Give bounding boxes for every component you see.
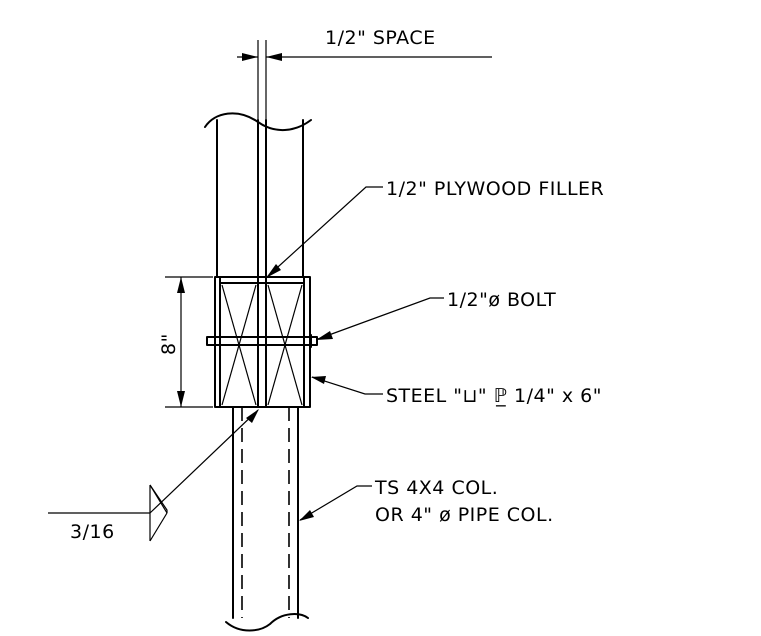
- dimension-label: 8": [158, 333, 180, 355]
- leaders: [48, 186, 444, 542]
- lower-steel-column: [225, 406, 309, 632]
- space-label: 1/2" SPACE: [325, 27, 436, 49]
- upper-wood-posts: [204, 40, 312, 278]
- column-label-line1: TS 4X4 COL.: [374, 477, 498, 499]
- steel-plate-label: STEEL "⊔" ℙ̲ 1/4" x 6": [386, 385, 602, 407]
- steel-plate-splice: [206, 276, 318, 408]
- steel-plate-outline: [214, 276, 311, 408]
- column-label-line2: OR 4" ø PIPE COL.: [375, 504, 554, 526]
- bottom-break-line: [225, 613, 309, 632]
- plate-height-dimension: 8": [158, 276, 213, 408]
- weld-size-label: 3/16: [70, 521, 115, 543]
- space-dimension: 1/2" SPACE: [237, 27, 492, 61]
- plywood-filler-label: 1/2" PLYWOOD FILLER: [386, 178, 604, 200]
- bolt-shank: [206, 336, 318, 346]
- bolt-label: 1/2"ø BOLT: [447, 289, 556, 311]
